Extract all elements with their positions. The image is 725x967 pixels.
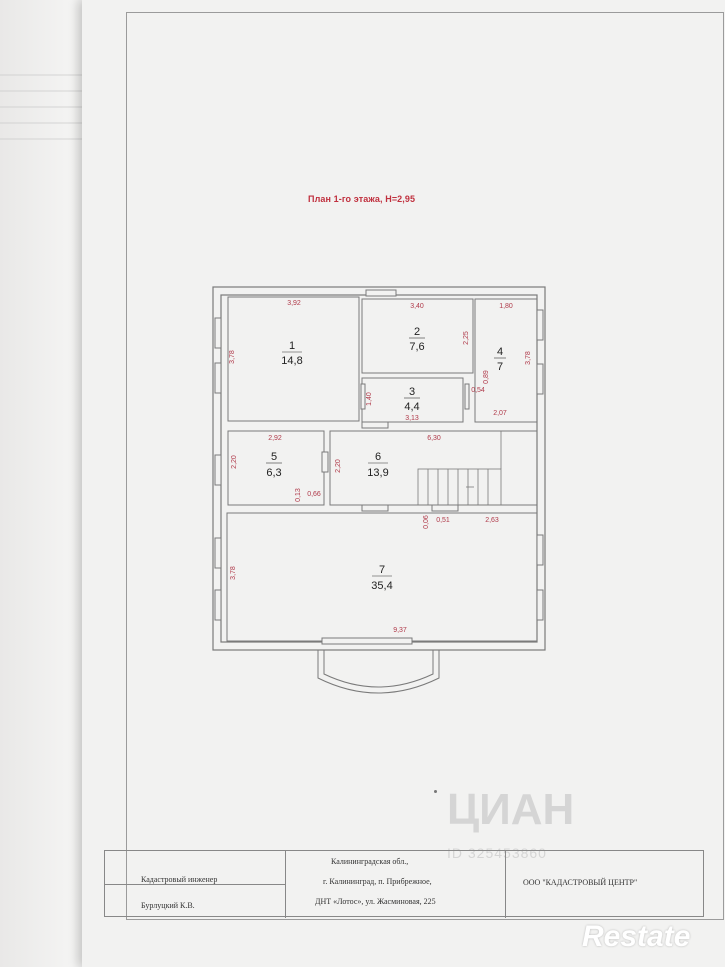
dim-room5-a: 0,13 (295, 488, 302, 502)
dim-room7-c: 2,63 (485, 517, 499, 524)
plan-title: План 1-го этажа, Н=2,95 (308, 194, 416, 204)
document-sheet: План 1-го этажа, Н=2,95 (82, 0, 725, 967)
room-5-area: 6,3 (266, 467, 281, 479)
room-1-number: 1 (289, 340, 295, 352)
room-4-number: 4 (497, 346, 503, 358)
address-line-1: Калининградская обл., (331, 857, 409, 866)
address-cell: Калининградская обл., г. Калининград, п.… (285, 851, 506, 918)
restate-watermark: Restate (582, 920, 691, 953)
dim-room2-side: 2,25 (463, 331, 470, 345)
room-2-outline (361, 298, 474, 374)
faint-text-lines (0, 60, 90, 180)
floor-plan: 1 14,8 2 7,6 3 4,4 4 7 5 6,3 6 13,9 7 35… (212, 286, 546, 694)
room-2-area: 7,6 (409, 341, 424, 353)
title-block: Кадастровый инженер Бурлуцкий К.В. Калин… (104, 850, 705, 918)
dim-room5-side: 2,20 (231, 455, 238, 469)
windows (214, 289, 544, 645)
dim-room6-side: 2,20 (335, 459, 342, 473)
room-4-area: 7 (497, 361, 503, 373)
cian-watermark: ЦИАН ID 325453860 (447, 785, 647, 885)
room-1-outline (227, 296, 360, 422)
dim-room3-side: 1,40 (366, 392, 373, 406)
company-name: ООО "КАДАСТРОВЫЙ ЦЕНТР" (523, 878, 638, 887)
room-7-area: 35,4 (371, 580, 392, 592)
room-labels: 1 14,8 2 7,6 3 4,4 4 7 5 6,3 6 13,9 7 35… (266, 326, 506, 592)
dim-room4-top: 1,80 (499, 303, 513, 310)
company-cell: ООО "КАДАСТРОВЫЙ ЦЕНТР" (505, 851, 705, 918)
dim-room7-b: 0,51 (436, 517, 450, 524)
dim-room4-a: 0,54 (471, 387, 485, 394)
engineer-name: Бурлуцкий К.В. (141, 901, 195, 910)
engineer-cell: Кадастровый инженер Бурлуцкий К.В. (105, 851, 286, 918)
room-6-outline (329, 430, 538, 506)
dim-room5-b: 0,66 (307, 491, 321, 498)
dim-room4-bottom: 2,07 (493, 410, 507, 417)
dim-room7-bottom: 9,37 (393, 627, 407, 634)
dim-room5-top: 2,92 (268, 435, 282, 442)
address-line-2: г. Калининград, п. Прибрежное, (323, 877, 432, 886)
dim-room4-b: 0,89 (483, 370, 490, 384)
room-3-area: 4,4 (404, 401, 419, 413)
room-4-outline (474, 298, 538, 423)
dim-room6-top: 6,30 (427, 435, 441, 442)
address-line-3: ДНТ «Лотос», ул. Жасминовая, 225 (315, 897, 436, 906)
dim-room1-side: 3,78 (229, 350, 236, 364)
pen-dot (434, 790, 437, 793)
page-frame (126, 12, 724, 920)
dim-room3-bottom: 3,13 (405, 415, 419, 422)
engineer-title: Кадастровый инженер (141, 875, 218, 884)
room-3-number: 3 (409, 386, 415, 398)
dim-room2-top: 3,40 (410, 303, 424, 310)
room-6-area: 13,9 (367, 467, 388, 479)
dim-room7-side: 3,78 (230, 566, 237, 580)
room-2-number: 2 (414, 326, 420, 338)
dimension-labels: 3,92 3,78 3,40 2,25 1,40 3,13 1,80 3,78 … (229, 300, 532, 634)
cian-logo: ЦИАН (447, 785, 575, 834)
room-6-number: 6 (375, 451, 381, 463)
bay-window (317, 650, 440, 694)
dim-room4-side: 3,78 (525, 351, 532, 365)
room-5-number: 5 (271, 451, 277, 463)
dim-room7-a: 0,06 (423, 515, 430, 529)
dim-room1-top: 3,92 (287, 300, 301, 307)
staircase (417, 431, 502, 506)
room-1-area: 14,8 (281, 355, 302, 367)
cian-id: ID 325453860 (447, 845, 547, 861)
room-7-outline (226, 512, 538, 642)
room-7-number: 7 (379, 564, 385, 576)
